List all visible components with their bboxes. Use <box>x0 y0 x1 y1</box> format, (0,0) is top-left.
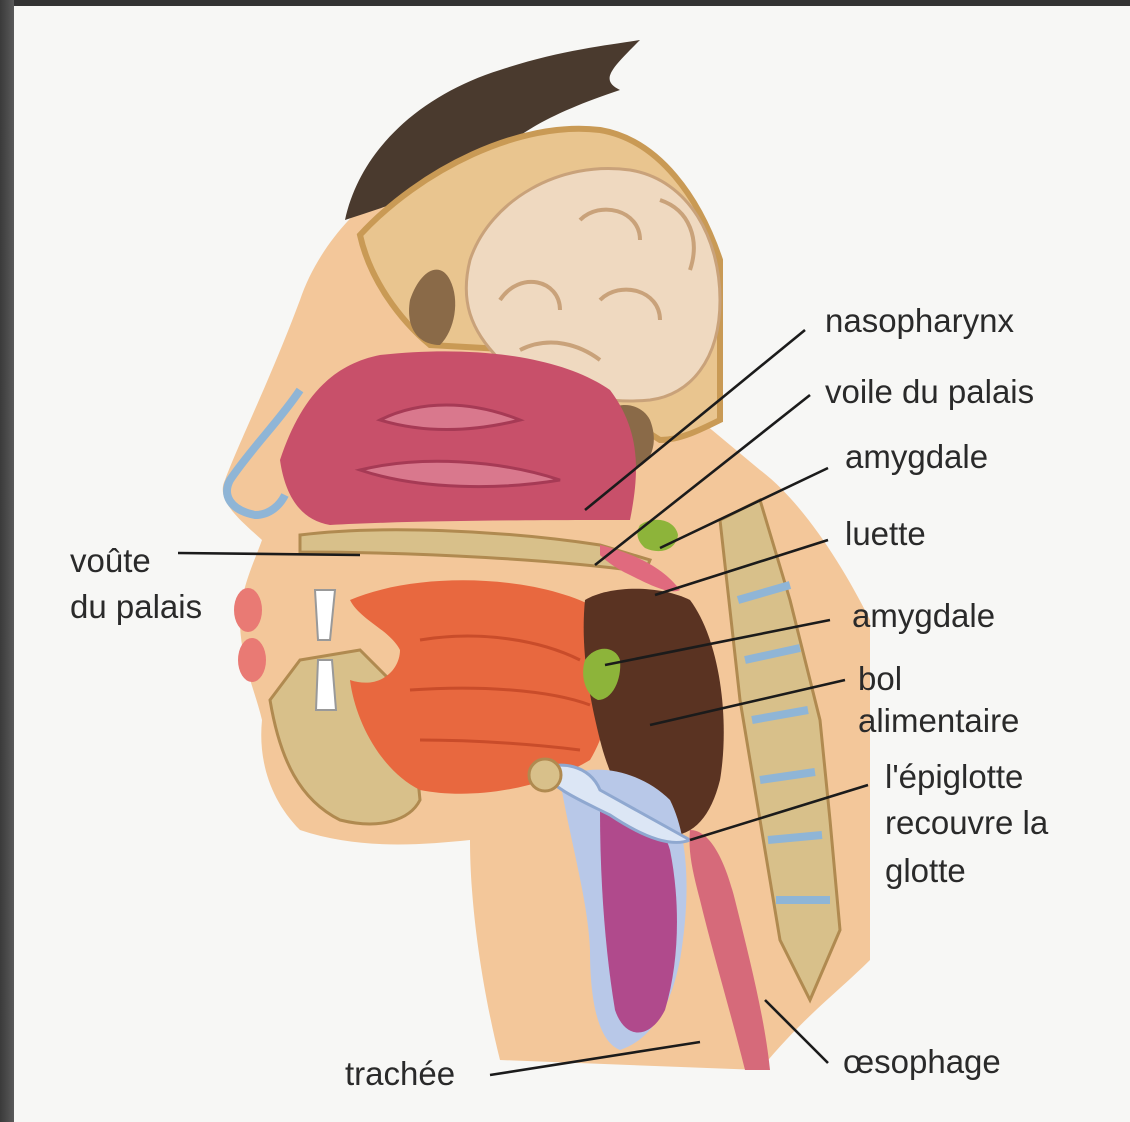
label-oesophage: œsophage <box>843 1043 1001 1080</box>
label-luette: luette <box>845 515 926 552</box>
label-voile-du-palais: voile du palais <box>825 373 1034 410</box>
upper-lip <box>234 588 262 632</box>
label-epiglotte-2: recouvre la <box>885 804 1049 841</box>
label-voute-1: voûte <box>70 542 151 579</box>
nasal-cavity <box>280 351 636 525</box>
hyoid-bone <box>529 759 561 791</box>
label-voute-2: du palais <box>70 588 202 625</box>
label-bol-alimentaire-2: alimentaire <box>858 702 1019 739</box>
label-trachee: trachée <box>345 1055 455 1092</box>
label-epiglotte-1: l'épiglotte <box>885 758 1023 795</box>
label-amygdale-upper: amygdale <box>845 438 988 475</box>
label-nasopharynx: nasopharynx <box>825 302 1014 339</box>
lower-lip <box>238 638 266 682</box>
label-amygdale-lower: amygdale <box>852 597 995 634</box>
label-bol-alimentaire-1: bol <box>858 660 902 697</box>
label-epiglotte-3: glotte <box>885 852 966 889</box>
